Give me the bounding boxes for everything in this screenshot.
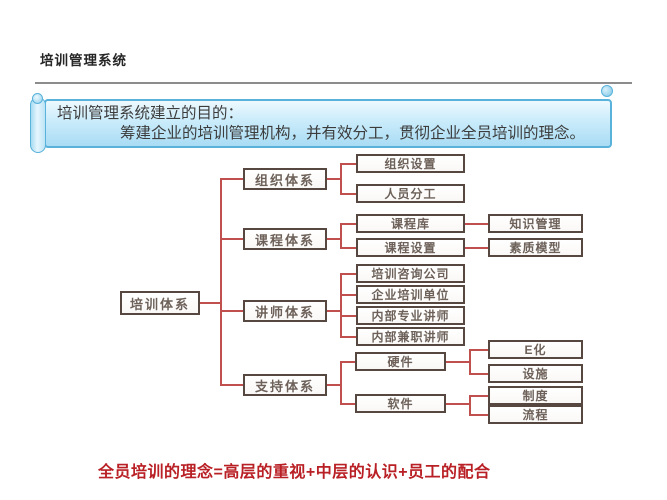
connector-line [327,178,340,180]
connector-line [327,238,340,240]
connector-line [340,247,356,249]
connector-line [340,163,342,195]
node-organization-system: 组织体系 [243,168,327,190]
connector-line [327,310,340,312]
node-facilities: 设施 [488,364,583,383]
banner-scroll-cap-icon [32,93,43,104]
connector-line [340,163,356,165]
purpose-banner: 培训管理系统建立的目的： 筹建企业的培训管理机构，并有效分工，贯彻企业全员培训的… [30,85,613,153]
node-process: 流程 [488,405,583,424]
connector-line [469,395,471,416]
connector-line [327,384,340,386]
node-organization-setup: 组织设置 [356,154,465,173]
node-course-setup: 课程设置 [356,238,465,257]
connector-line [469,349,471,375]
connector-line [220,238,243,240]
connector-line [465,223,488,225]
connector-line [220,178,243,180]
banner-heading: 培训管理系统建立的目的： [57,105,244,122]
connector-line [340,336,356,338]
node-knowledge-management: 知识管理 [488,214,583,233]
page-title: 培训管理系统 [40,53,127,68]
node-internal-parttime-lecturer: 内部兼职讲师 [356,327,465,346]
connector-line [340,223,356,225]
node-hardware: 硬件 [355,352,446,371]
node-course-library: 课程库 [356,214,465,233]
banner-text: 筹建企业的培训管理机构，并有效分工，贯彻企业全员培训的理念。 [120,125,586,142]
node-staff-division: 人员分工 [356,184,465,203]
node-curriculum-system: 课程体系 [243,228,327,250]
title-divider [35,82,632,84]
node-policies: 制度 [488,386,583,405]
node-training-consulting-company: 培训咨询公司 [356,264,465,283]
connector-line [340,361,355,363]
banner-curl-icon [601,85,613,97]
connector-line [469,414,488,416]
connector-line [469,349,488,351]
connector-line [340,315,356,317]
banner-body: 培训管理系统建立的目的： 筹建企业的培训管理机构，并有效分工，贯彻企业全员培训的… [44,99,612,148]
connector-line [220,384,243,386]
connector-line [446,361,469,363]
connector-line [340,193,356,195]
connector-line [340,294,356,296]
node-lecturer-system: 讲师体系 [243,300,327,322]
connector-line [340,403,355,405]
node-e-enablement: E化 [488,340,583,359]
connector-line [469,373,488,375]
connector-line [220,310,243,312]
connector-line [469,395,488,397]
connector-line [446,403,469,405]
connector-line [340,361,342,405]
node-support-system: 支持体系 [243,374,327,396]
node-competency-model: 素质模型 [488,238,583,257]
node-training-system: 培训体系 [120,291,200,315]
connector-line [340,273,342,338]
node-internal-professional-lecturer: 内部专业讲师 [356,306,465,325]
connector-line [200,302,220,304]
footer-slogan: 全员培训的理念=高层的重视+中层的认识+员工的配合 [98,464,491,481]
connector-line [220,178,222,386]
banner-scroll-icon [30,97,46,153]
connector-line [465,247,488,249]
connector-line [340,273,356,275]
connector-line [340,223,342,249]
node-software: 软件 [355,394,446,413]
node-enterprise-training-unit: 企业培训单位 [356,285,465,304]
